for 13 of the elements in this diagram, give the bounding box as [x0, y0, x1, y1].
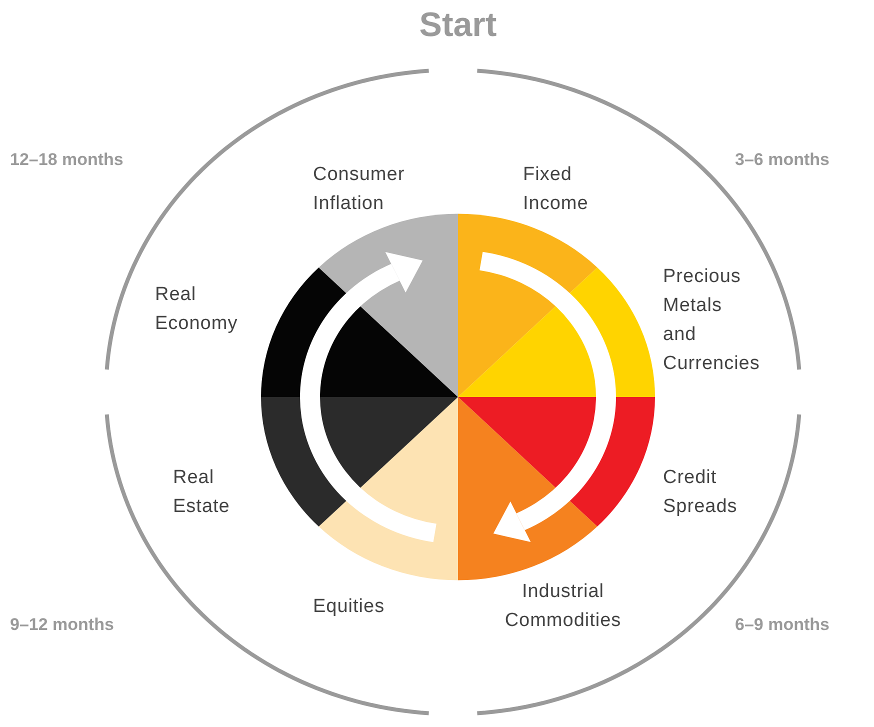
segment-label: Industrial Commodities — [504, 580, 622, 633]
period-label: 6–9 months — [735, 615, 830, 635]
segment-label: Equities — [313, 595, 386, 619]
period-label: 3–6 months — [735, 150, 830, 170]
period-label: 12–18 months — [10, 150, 124, 170]
segment-label: Real Estate — [173, 466, 231, 519]
title: Start — [418, 6, 498, 45]
segment-label: Fixed Income — [523, 163, 590, 216]
period-label: 9–12 months — [10, 615, 114, 635]
segment-label: Precious Metals and Currencies — [663, 265, 761, 376]
segment-label: Consumer Inflation — [313, 163, 406, 216]
segment-label: Credit Spreads — [663, 466, 738, 519]
segment-label: Real Economy — [155, 283, 239, 336]
